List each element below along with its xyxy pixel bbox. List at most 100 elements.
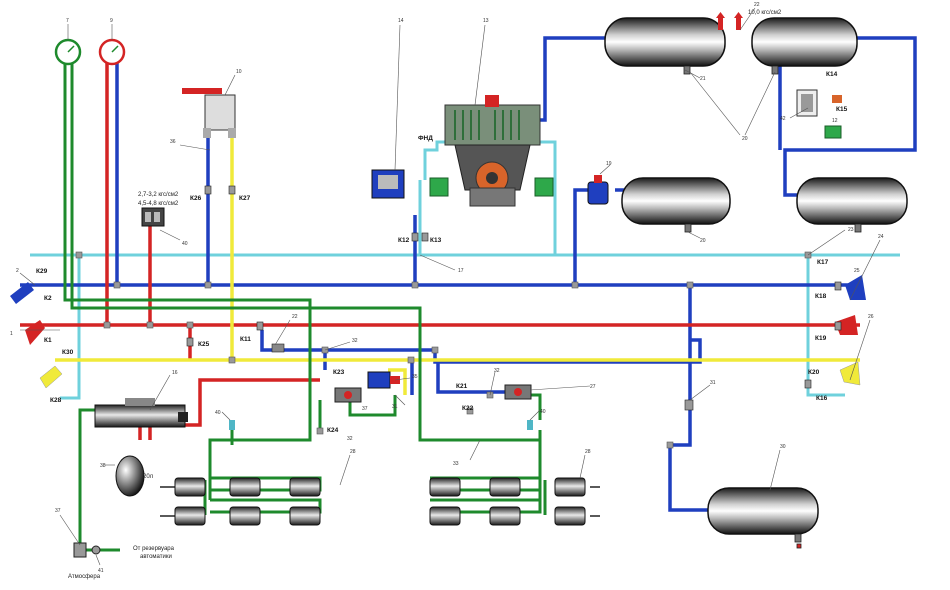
valve-taps (186, 185, 842, 411)
hose-coupling-blue-right (845, 275, 866, 300)
reservoir-20l (115, 455, 145, 497)
callout-30: 30 (780, 444, 786, 450)
pressure-governor (796, 89, 842, 139)
valve-label-k11: К11 (240, 336, 251, 343)
callout-14: 14 (398, 18, 404, 24)
valve-label-k28: К28 (50, 397, 62, 404)
valve-label-k16: К16 (816, 395, 828, 402)
relay-valve-right (504, 384, 532, 400)
callout-28-b: 28 (585, 449, 591, 455)
callout-32-a: 32 (352, 338, 358, 344)
callout-24: 24 (878, 234, 884, 240)
callout-7: 7 (66, 18, 69, 24)
main-brake-chamber (94, 398, 188, 428)
valve-label-k30: К30 (62, 349, 74, 356)
callout-20-b: 20 (700, 238, 706, 244)
callout-42: 42 (780, 116, 786, 122)
atmosphere-label: Атмосфера (68, 574, 101, 580)
valve-label-k26: К26 (190, 195, 202, 202)
callout-38: 38 (100, 463, 106, 469)
callout-40-a: 40 (182, 241, 188, 247)
valve-label-k17: К17 (817, 259, 829, 266)
callout-2: 2 (16, 268, 19, 274)
callout-27: 27 (590, 384, 596, 390)
compressor (429, 95, 554, 207)
valve-label-k12: К12 (398, 237, 410, 244)
pressure-gauge-1 (54, 38, 82, 66)
callout-25: 25 (854, 268, 860, 274)
blue-supply-lines (20, 36, 917, 512)
callout-31-b: 31 (710, 380, 716, 386)
hose-coupling-red-left (25, 320, 45, 345)
callout-26: 26 (868, 314, 874, 320)
callout-19: 19 (606, 161, 612, 167)
valve-label-k24: К24 (327, 427, 339, 434)
pressure-gauge-2 (98, 38, 126, 66)
brake-cylinders-right (429, 477, 586, 526)
hose-coupling-blue-left (10, 282, 34, 304)
valve-label-k25: К25 (198, 341, 210, 348)
yellow-control-lines (55, 110, 860, 395)
fnd-label: ФНД (418, 135, 433, 142)
callout-22: 22 (754, 2, 760, 8)
callout-40-c: 40 (215, 410, 221, 416)
valve-label-k2: К2 (44, 295, 52, 302)
callout-36: 36 (170, 139, 176, 145)
callout-37-b: 37 (362, 406, 368, 412)
pressure-setting-top: 10,0 кгс/см2 (748, 10, 782, 16)
volume-label: 20л (143, 474, 154, 480)
air-tank-4 (796, 177, 908, 225)
pressure-setting-a: 2,7-3,2 кгс/см2 (138, 192, 179, 198)
air-tank-2 (751, 17, 858, 67)
cyan-control-lines (30, 140, 900, 400)
air-tank-1 (604, 17, 726, 67)
callout-1: 1 (10, 331, 13, 337)
valve-label-k18: К18 (815, 293, 827, 300)
pressure-setting-b: 4,5-4,8 кгс/см2 (138, 201, 179, 207)
callout-31-a: 31 (392, 404, 398, 410)
reserve-label-2: автоматики (140, 554, 172, 560)
brake-accelerator (371, 169, 405, 199)
valve-label-k15: К15 (836, 106, 848, 113)
callout-22-b: 22 (292, 314, 298, 320)
callout-37: 37 (55, 508, 61, 514)
callout-28-a: 28 (350, 449, 356, 455)
callout-35-a: 35 (412, 374, 418, 380)
cylinder-connectors (160, 486, 600, 517)
valve-label-k21: К21 (456, 383, 468, 390)
hose-coupling-yellow-right (839, 361, 861, 386)
reserve-label-1: От резервуара (133, 546, 175, 552)
brake-crane (182, 88, 236, 138)
pressure-regulator (141, 207, 165, 227)
callout-32-c: 32 (347, 436, 353, 442)
callout-41: 41 (98, 568, 104, 574)
pressure-switches (229, 420, 533, 430)
drain-valves (683, 65, 862, 549)
callout-40-b: 40 (540, 409, 546, 415)
safety-valves (716, 12, 743, 30)
callout-21: 21 (700, 76, 706, 82)
valve-label-k20: К20 (808, 369, 820, 376)
brake-cylinders-left (174, 477, 321, 526)
valve-label-k14: К14 (826, 71, 838, 78)
callout-17: 17 (458, 268, 464, 274)
valve-label-k23: К23 (333, 369, 345, 376)
callout-leader-lines (19, 7, 881, 566)
isolating-tap (73, 542, 101, 558)
valve-label-k1: К1 (44, 337, 52, 344)
valve-label-k22: К22 (462, 405, 474, 412)
valve-label-k29: К29 (36, 268, 48, 275)
valve-label-k19: К19 (815, 335, 827, 342)
callout-33: 33 (453, 461, 459, 467)
callout-9: 9 (110, 18, 113, 24)
air-tank-5 (707, 487, 819, 535)
callout-10: 10 (236, 69, 242, 75)
hose-coupling-yellow-left (39, 365, 63, 389)
pipe-fittings (75, 251, 812, 449)
valve-label-k13: К13 (430, 237, 442, 244)
callout-13: 13 (483, 18, 489, 24)
callout-23: 23 (848, 227, 854, 233)
callout-12: 12 (832, 118, 838, 124)
